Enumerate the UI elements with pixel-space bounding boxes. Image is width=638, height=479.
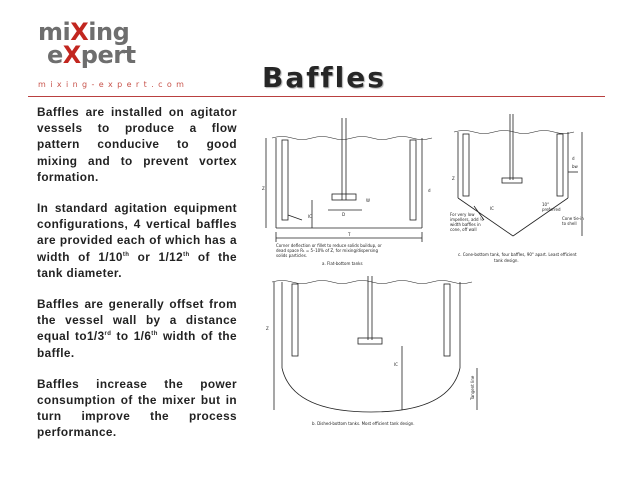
label-w-a: W [366,198,370,203]
note-a-2: dead space R₁ = 5–10% of Z, for mixing/d… [276,248,378,253]
label-tangent-b: Tangent line [470,375,475,401]
paragraph-1: Baffles are installed on agitator vessel… [37,105,237,184]
label-bw-c: bw [572,164,579,169]
slide-title: Baffles [262,61,386,94]
paragraph-4: Baffles increase the power consumption o… [37,376,237,440]
label-z-a: Z [262,186,265,191]
caption-c-1: c. Cone-bottom tank, four baffles, 90° a… [458,252,577,257]
note-c-3: width baffles in [450,222,481,227]
label-pref-c1: 10° [542,202,549,207]
label-pref-c2: preferred [542,207,561,212]
caption-b: b. Dished-bottom tanks. Most efficient t… [312,421,415,426]
label-t-a: T [347,232,351,237]
baffle-tank-diagrams: Z IC D T W d Corner deflection or fillet… [262,114,584,426]
logo-line-1: miXing [38,18,130,46]
label-ic-c: IC [490,206,494,211]
caption-c-2: tank design. [494,258,519,263]
note-c-6: to shell [562,221,577,226]
logo-line-2: eXpert [47,41,136,69]
logo-tagline: mixing-expert.com [38,80,189,89]
note-c-2: impellers, add ½ [450,217,484,222]
paragraph-3: Baffles are generally offset from the ve… [37,297,237,360]
note-a-1: Corner deflection or fillet to reduce so… [276,243,382,248]
paragraph-2: In standard agitation equipment configur… [37,201,237,280]
header-divider [28,96,605,97]
label-ic-b: IC [394,362,398,367]
label-ic-a: IC [308,214,312,219]
label-d-a: D [342,212,345,217]
label-d-c: d [572,156,575,161]
note-a-3: solids particles. [276,253,307,258]
label-z-b: Z [266,326,269,331]
note-c-1: For very low [450,212,475,217]
label-z-c: Z [452,176,455,181]
caption-a: a. Flat-bottom tanks [322,261,363,266]
body-text: Baffles are installed on agitator vessel… [37,104,237,456]
note-c-4: cone, off wall [450,227,477,232]
note-c-5: Cone tie-in [562,216,584,221]
label-d-wall-a: d [428,188,431,193]
